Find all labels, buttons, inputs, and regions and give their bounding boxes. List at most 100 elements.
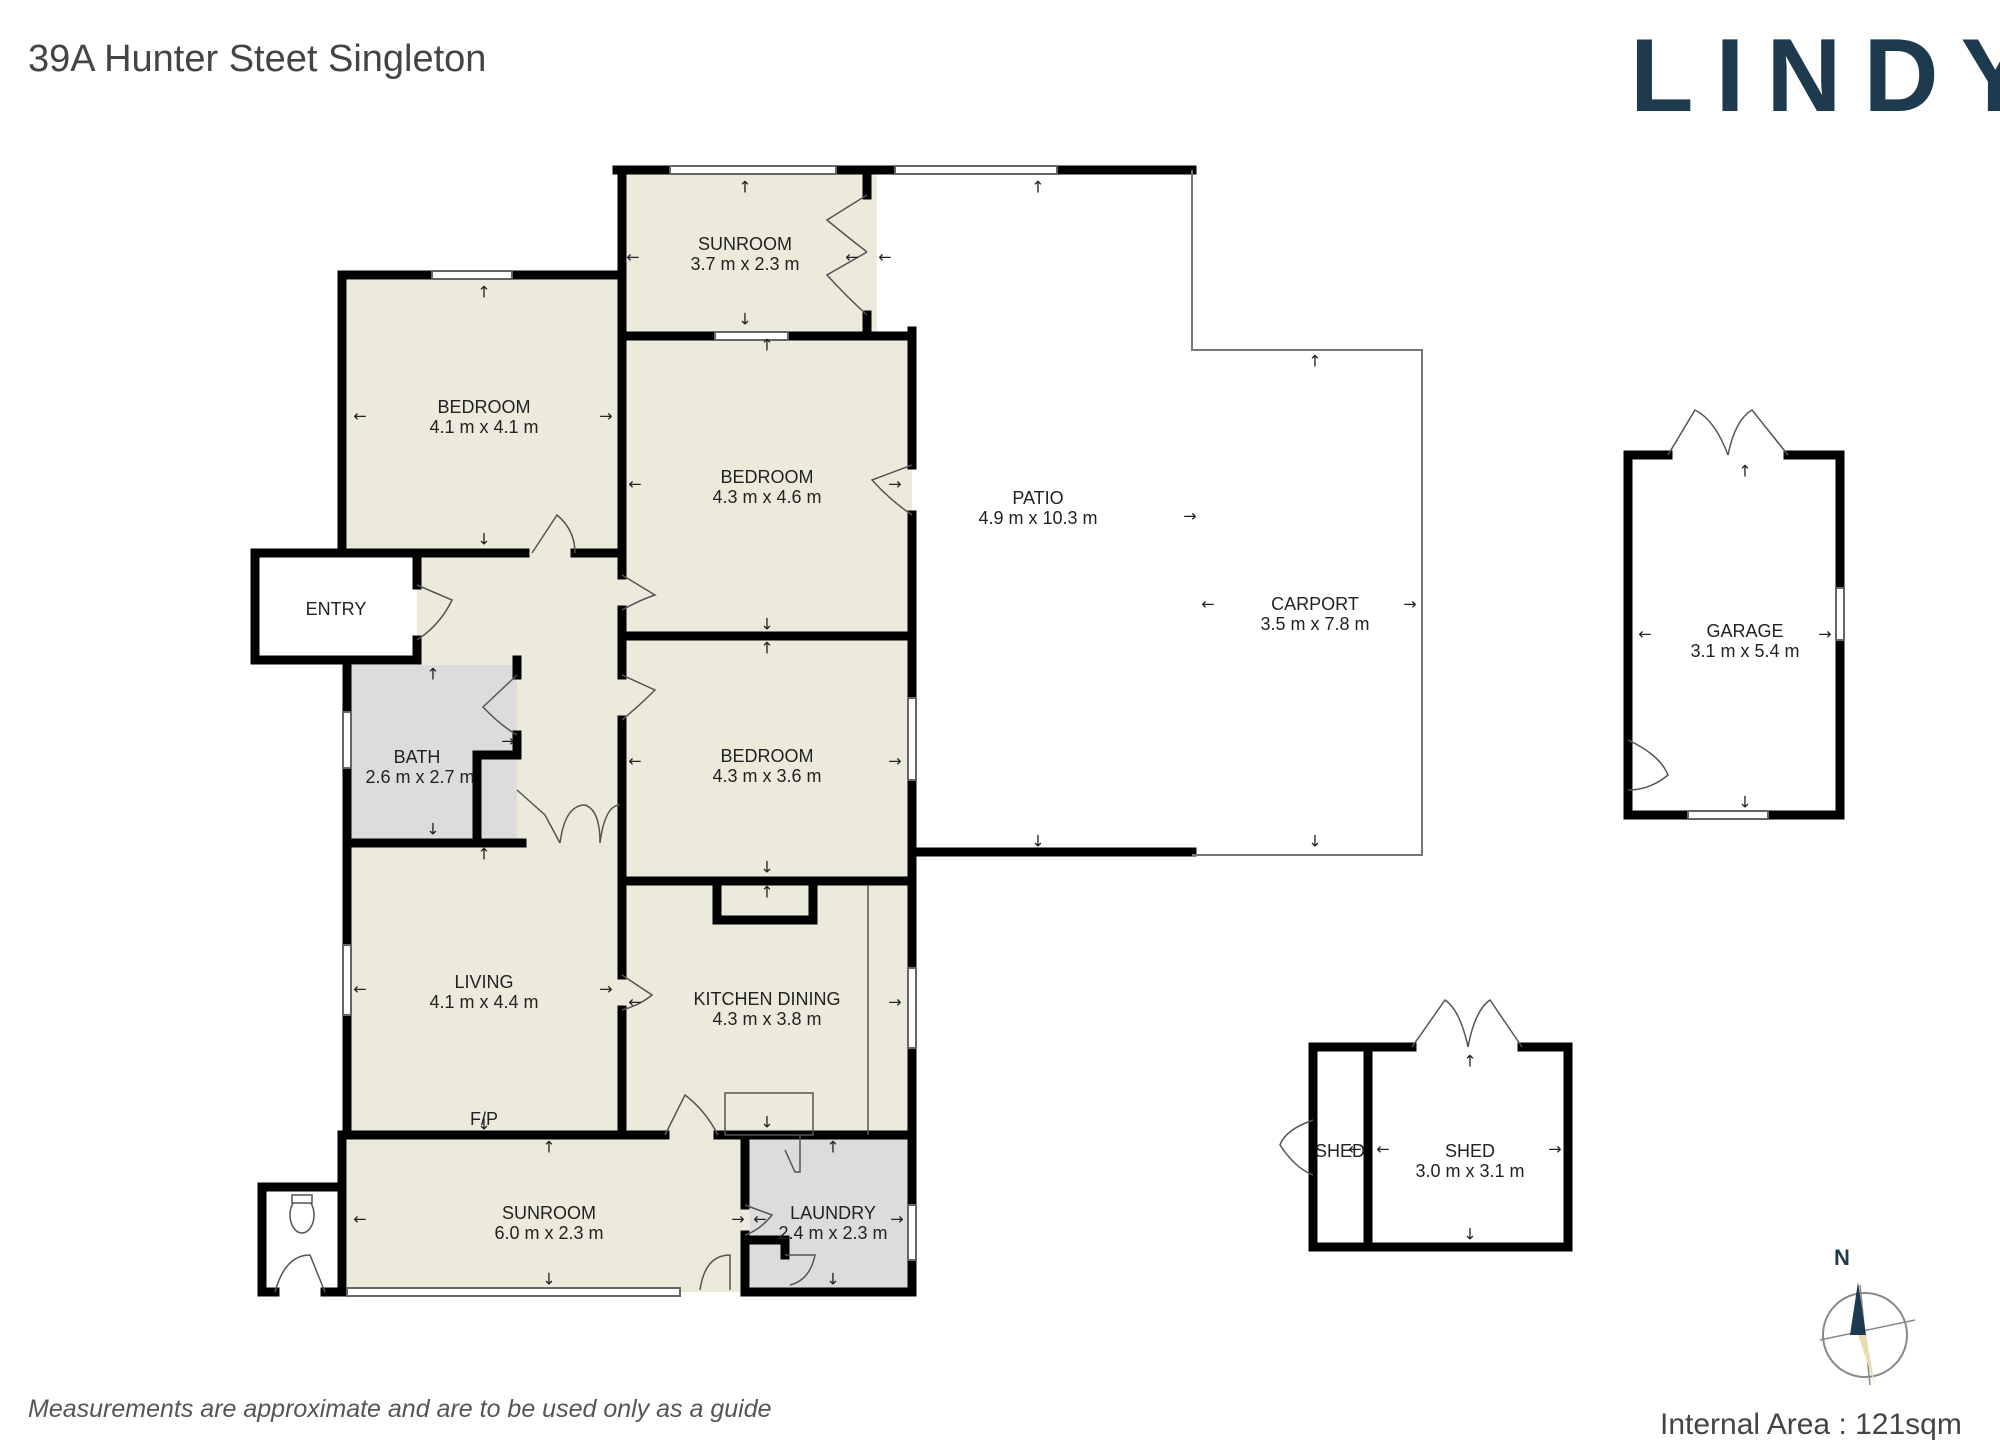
room-fills: [347, 174, 912, 1292]
svg-text:↓: ↓: [760, 615, 773, 634]
bedroom-1-fill: [347, 280, 622, 553]
svg-text:↓: ↓: [1738, 793, 1751, 812]
svg-text:←: ←: [1348, 1140, 1361, 1159]
svg-text:→: →: [599, 407, 612, 426]
svg-text:↑: ↑: [1031, 178, 1044, 197]
svg-text:↑: ↑: [826, 1138, 839, 1157]
svg-text:←: ←: [845, 248, 858, 267]
svg-text:↓: ↓: [542, 1270, 555, 1289]
svg-text:←: ←: [628, 475, 641, 494]
brand-logo: LINDY: [1630, 18, 2000, 134]
svg-text:↑: ↑: [1463, 1052, 1476, 1071]
kitchen-bench: [724, 1092, 814, 1136]
room-name: SHED: [1315, 1141, 1365, 1161]
room-name: BEDROOM: [720, 467, 813, 487]
room-name: BATH: [394, 747, 441, 767]
room-dims: 4.3 m x 3.8 m: [712, 1009, 821, 1029]
svg-text:↑: ↑: [760, 883, 773, 902]
room-name: SUNROOM: [502, 1203, 596, 1223]
compass-north-label: N: [1834, 1245, 1850, 1270]
svg-text:↓: ↓: [1463, 1225, 1476, 1244]
room-name: BEDROOM: [720, 746, 813, 766]
room-dims: 3.5 m x 7.8 m: [1260, 614, 1369, 634]
windows: [342, 165, 1845, 1297]
svg-text:→: →: [888, 475, 901, 494]
svg-text:←: ←: [628, 752, 641, 771]
laundry-fill: [750, 1135, 912, 1292]
svg-text:↑: ↑: [477, 845, 490, 864]
disclaimer: Measurements are approximate and are to …: [28, 1395, 772, 1423]
svg-text:→: →: [888, 993, 901, 1012]
svg-text:→: →: [501, 732, 514, 751]
svg-text:→: →: [731, 1210, 744, 1229]
room-dims: 4.1 m x 4.4 m: [429, 992, 538, 1012]
svg-text:←: ←: [353, 407, 366, 426]
room-name: ENTRY: [306, 599, 367, 619]
dimension-arrows: ↑ ← ↓ ← ← ↑ ↑ ← → ↓ ↑ ← → ↓ → ↑ ← → ↓ ↓ …: [353, 178, 1831, 1289]
room-dims: 4.9 m x 10.3 m: [978, 508, 1097, 528]
svg-text:↓: ↓: [738, 310, 751, 329]
svg-text:←: ←: [1638, 625, 1651, 644]
fixtures: [289, 885, 869, 1234]
svg-text:→: →: [890, 1210, 903, 1229]
doors: [274, 194, 1789, 1293]
living-fill: [347, 843, 622, 1135]
room-labels: SUNROOM 3.7 m x 2.3 m BEDROOM 4.1 m x 4.…: [306, 234, 1800, 1243]
svg-text:↓: ↓: [426, 820, 439, 839]
bedroom-3-fill: [622, 636, 912, 881]
svg-text:↓: ↓: [1031, 832, 1044, 851]
room-name: LAUNDRY: [790, 1203, 876, 1223]
svg-text:←: ←: [753, 1210, 766, 1229]
svg-text:←: ←: [1376, 1140, 1389, 1159]
property-address: 39A Hunter Steet Singleton: [28, 38, 487, 80]
svg-text:↓: ↓: [826, 1270, 839, 1289]
internal-area: Internal Area : 121sqm: [1660, 1408, 1962, 1441]
svg-text:→: →: [1403, 595, 1416, 614]
room-name: CARPORT: [1271, 594, 1359, 614]
svg-text:←: ←: [353, 980, 366, 999]
svg-text:←: ←: [353, 1210, 366, 1229]
svg-text:→: →: [1548, 1140, 1561, 1159]
room-name: GARAGE: [1706, 621, 1783, 641]
room-name: KITCHEN DINING: [693, 989, 840, 1009]
room-dims: 4.3 m x 4.6 m: [712, 487, 821, 507]
svg-text:←: ←: [1201, 595, 1214, 614]
bedroom-2-fill: [622, 336, 912, 636]
svg-text:←: ←: [626, 248, 639, 267]
room-name: SHED: [1445, 1141, 1495, 1161]
svg-text:→: →: [599, 980, 612, 999]
room-dims: 4.1 m x 4.1 m: [429, 417, 538, 437]
svg-text:↓: ↓: [477, 530, 490, 549]
svg-text:↑: ↑: [542, 1138, 555, 1157]
svg-text:→: →: [1183, 507, 1196, 526]
sunroom-south-fill: [347, 1135, 750, 1292]
compass-icon: N: [1819, 1245, 1916, 1386]
room-dims: 4.3 m x 3.6 m: [712, 766, 821, 786]
sunroom-north-fill: [622, 174, 877, 336]
room-dims: 3.1 m x 5.4 m: [1690, 641, 1799, 661]
svg-text:↓: ↓: [760, 858, 773, 877]
fireplace-label: F/P: [470, 1109, 498, 1129]
svg-text:↑: ↑: [477, 283, 490, 302]
room-dims: 6.0 m x 2.3 m: [494, 1223, 603, 1243]
room-name: LIVING: [454, 972, 513, 992]
room-dims: 3.0 m x 3.1 m: [1415, 1161, 1524, 1181]
svg-text:↓: ↓: [760, 1113, 773, 1132]
svg-text:→: →: [888, 752, 901, 771]
room-name: SUNROOM: [698, 234, 792, 254]
open-structure-outline: [1191, 170, 1423, 856]
svg-text:↓: ↓: [477, 1115, 490, 1134]
svg-text:↓: ↓: [1308, 832, 1321, 851]
svg-text:←: ←: [628, 993, 641, 1012]
svg-text:↑: ↑: [760, 639, 773, 658]
svg-text:↑: ↑: [1738, 462, 1751, 481]
room-name: PATIO: [1012, 488, 1063, 508]
svg-text:↑: ↑: [760, 336, 773, 355]
room-dims: 3.7 m x 2.3 m: [690, 254, 799, 274]
svg-text:↑: ↑: [1308, 352, 1321, 371]
svg-text:↑: ↑: [426, 665, 439, 684]
svg-text:←: ←: [878, 248, 891, 267]
room-dims: 2.4 m x 2.3 m: [778, 1223, 887, 1243]
room-name: BEDROOM: [437, 397, 530, 417]
